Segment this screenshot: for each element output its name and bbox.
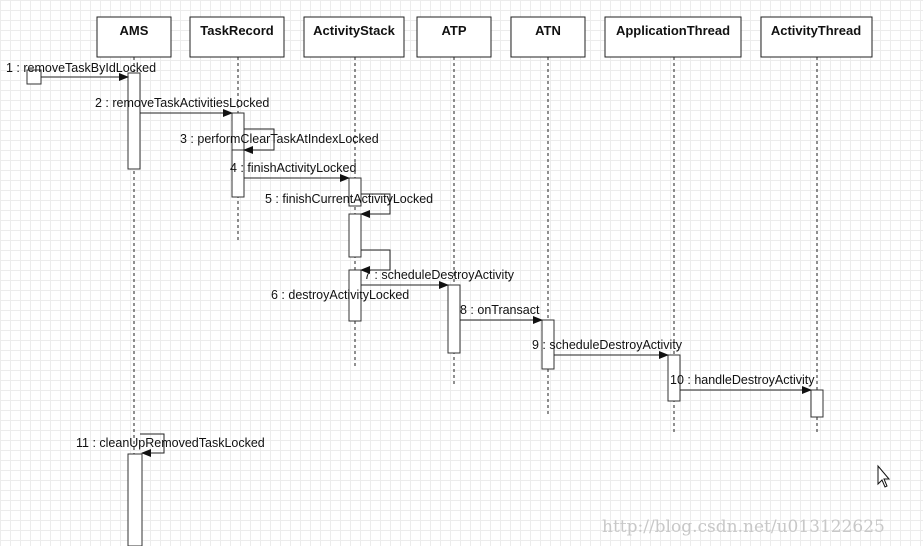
svg-text:ATP: ATP (441, 23, 466, 38)
participant-activitystack: ActivityStack (303, 16, 405, 58)
svg-text:3 : performClearTaskAtIndexLoc: 3 : performClearTaskAtIndexLocked (180, 132, 379, 146)
svg-text:ATN: ATN (535, 23, 561, 38)
watermark: http://blog.csdn.net/u013122625 (602, 517, 885, 537)
svg-text:6 : destroyActivityLocked: 6 : destroyActivityLocked (271, 288, 409, 302)
participant-taskrecord: TaskRecord (189, 16, 285, 58)
participant-atp: ATP (416, 16, 492, 58)
svg-text:9 : scheduleDestroyActivity: 9 : scheduleDestroyActivity (532, 338, 683, 352)
svg-text:8 : onTransact: 8 : onTransact (460, 303, 540, 317)
participant-atn: ATN (510, 16, 586, 58)
svg-text:7 : scheduleDestroyActivity: 7 : scheduleDestroyActivity (364, 268, 515, 282)
message-11: 11 : cleanUpRemovedTaskLocked (76, 433, 265, 457)
svg-text:4 : finishActivityLocked: 4 : finishActivityLocked (230, 161, 356, 175)
message-6: 6 : destroyActivityLocked (271, 249, 409, 302)
svg-text:ApplicationThread: ApplicationThread (616, 23, 730, 38)
message-9: 9 : scheduleDestroyActivity (532, 338, 683, 359)
svg-text:ActivityThread: ActivityThread (771, 23, 861, 38)
svg-text:TaskRecord: TaskRecord (200, 23, 274, 38)
message-5: 5 : finishCurrentActivityLocked (265, 192, 433, 218)
svg-text:10 : handleDestroyActivity: 10 : handleDestroyActivity (670, 373, 815, 387)
participant-ams: AMS (96, 16, 172, 58)
activation-activitystack-3 (348, 269, 362, 322)
activation-activitystack-1 (348, 177, 362, 207)
activation-atn (541, 319, 555, 370)
svg-text:2 : removeTaskActivitiesLocked: 2 : removeTaskActivitiesLocked (95, 96, 269, 110)
activation-atp (447, 284, 461, 354)
message-1: 1 : removeTaskByIdLocked (6, 61, 156, 81)
activation-activitystack-2 (348, 213, 362, 258)
participant-activitythread: ActivityThread (760, 16, 873, 58)
svg-text:ActivityStack: ActivityStack (313, 23, 395, 38)
message-7: 7 : scheduleDestroyActivity (361, 268, 515, 289)
mouse-cursor-icon (877, 464, 891, 488)
activation-taskrecord-2 (231, 149, 245, 198)
message-10: 10 : handleDestroyActivity (670, 373, 815, 394)
svg-text:1 : removeTaskByIdLocked: 1 : removeTaskByIdLocked (6, 61, 156, 75)
activation-applicationthread (667, 354, 681, 402)
message-8: 8 : onTransact (460, 303, 543, 324)
svg-text:11 : cleanUpRemovedTaskLocked: 11 : cleanUpRemovedTaskLocked (76, 436, 265, 450)
message-4: 4 : finishActivityLocked (230, 161, 356, 182)
svg-text:5 : finishCurrentActivityLocke: 5 : finishCurrentActivityLocked (265, 192, 433, 206)
participant-applicationthread: ApplicationThread (604, 16, 742, 58)
message-3: 3 : performClearTaskAtIndexLocked (180, 128, 379, 154)
message-2: 2 : removeTaskActivitiesLocked (95, 96, 269, 117)
activation-activitythread (810, 389, 824, 418)
activation-ams-2 (127, 453, 143, 546)
svg-text:AMS: AMS (120, 23, 149, 38)
activation-ams-1 (127, 72, 141, 170)
